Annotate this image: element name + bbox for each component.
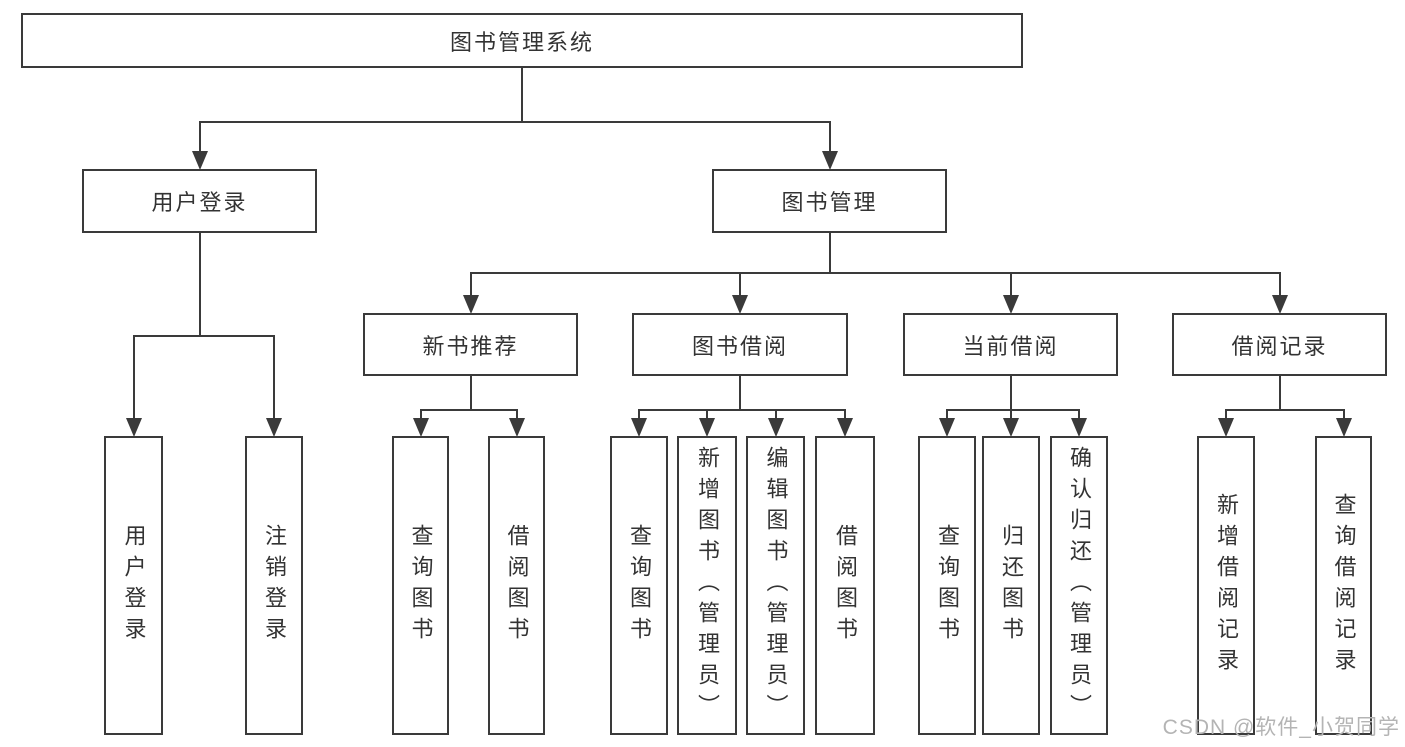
connector-line	[198, 121, 831, 123]
node-label: 新书推荐	[422, 333, 519, 359]
node-label: 新增借阅记录	[1214, 492, 1239, 679]
node-label: 编辑图书（管理员）	[763, 446, 789, 725]
connector-line	[469, 376, 472, 409]
connector-line	[828, 121, 831, 152]
arrowhead-down-icon	[699, 418, 715, 437]
node-leaf-cb-confirm: 确认归还（管理员）	[1050, 436, 1108, 735]
node-label: 用户登录	[151, 190, 248, 215]
node-leaf-br-query: 查询借阅记录	[1315, 436, 1372, 735]
node-label: 图书管理系统	[449, 29, 594, 55]
connector-line	[1225, 409, 1345, 411]
connector-line	[1010, 409, 1012, 419]
connector-line	[419, 409, 422, 419]
connector-line	[469, 272, 1281, 274]
connector-line	[419, 409, 518, 411]
node-leaf-user-login: 用户登录	[104, 436, 163, 735]
connector-line	[638, 409, 640, 419]
connector-line	[1078, 409, 1080, 419]
connector-line	[706, 409, 708, 419]
node-label: 确认归还（管理员）	[1067, 446, 1092, 725]
watermark: CSDN @软件_小贺同学	[1162, 716, 1400, 739]
arrowhead-down-icon	[266, 418, 282, 437]
arrowhead-down-icon	[837, 418, 853, 437]
arrowhead-down-icon	[1335, 418, 1352, 437]
connector-line	[638, 409, 846, 411]
node-leaf-bb-edit: 编辑图书（管理员）	[746, 436, 805, 735]
connector-line	[1342, 409, 1345, 419]
node-user-login: 用户登录	[82, 169, 317, 233]
node-new-book-rec: 新书推荐	[363, 313, 578, 376]
node-leaf-logout: 注销登录	[245, 436, 303, 735]
connector-line	[1009, 376, 1012, 409]
connector-line	[132, 335, 275, 337]
arrowhead-down-icon	[1003, 418, 1019, 437]
connector-line	[198, 121, 201, 152]
arrowhead-down-icon	[939, 418, 955, 437]
arrowhead-down-icon	[508, 418, 525, 437]
connector-line	[1225, 409, 1227, 419]
connector-line	[198, 233, 201, 335]
arrowhead-down-icon	[125, 418, 142, 437]
node-label: 查询借阅记录	[1331, 492, 1357, 679]
connector-line	[828, 233, 831, 272]
arrowhead-down-icon	[462, 295, 479, 314]
node-label: 图书管理	[781, 190, 878, 215]
connector-line	[515, 409, 518, 419]
node-label: 归还图书	[999, 523, 1024, 648]
node-label: 查询图书	[935, 523, 960, 648]
node-leaf-br-add: 新增借阅记录	[1197, 436, 1255, 735]
node-leaf-bb-borrow: 借阅图书	[815, 436, 875, 735]
arrowhead-down-icon	[821, 151, 838, 170]
arrowhead-down-icon	[631, 418, 647, 437]
connector-line	[521, 68, 523, 121]
node-label: 借阅图书	[833, 523, 858, 648]
arrowhead-down-icon	[1002, 295, 1019, 314]
node-label: 借阅图书	[504, 523, 530, 648]
connector-line	[774, 409, 777, 419]
node-leaf-nb-query: 查询图书	[392, 436, 449, 735]
connector-line	[273, 335, 275, 419]
connector-line	[1278, 272, 1281, 296]
node-book-borrowing: 图书借阅	[632, 313, 848, 376]
arrowhead-down-icon	[1071, 418, 1087, 437]
node-label: 用户登录	[121, 523, 147, 648]
connector-line	[946, 409, 1080, 411]
node-leaf-bb-query: 查询图书	[610, 436, 668, 735]
arrowhead-down-icon	[1218, 418, 1234, 437]
connector-line	[469, 272, 472, 296]
node-label: 当前借阅	[962, 333, 1059, 359]
node-label: 查询图书	[627, 523, 652, 648]
arrowhead-down-icon	[412, 418, 429, 437]
connector-line	[1278, 376, 1281, 409]
node-leaf-bb-add: 新增图书（管理员）	[677, 436, 737, 735]
node-label: 新增图书（管理员）	[695, 446, 720, 725]
connector-line	[946, 409, 948, 419]
node-leaf-nb-borrow: 借阅图书	[488, 436, 545, 735]
connector-line	[844, 409, 846, 419]
arrowhead-down-icon	[191, 151, 208, 170]
node-label: 借阅记录	[1231, 333, 1328, 359]
node-label: 注销登录	[262, 523, 287, 648]
node-book-management: 图书管理	[712, 169, 947, 233]
arrowhead-down-icon	[732, 295, 748, 314]
node-current-borrowing: 当前借阅	[903, 313, 1118, 376]
node-root: 图书管理系统	[21, 13, 1023, 68]
connector-line	[739, 272, 741, 296]
node-borrowing-records: 借阅记录	[1172, 313, 1387, 376]
node-label: 查询图书	[408, 523, 434, 648]
node-leaf-cb-query: 查询图书	[918, 436, 976, 735]
connector-line	[739, 376, 741, 409]
arrowhead-down-icon	[767, 418, 784, 437]
arrowhead-down-icon	[1271, 295, 1288, 314]
connector-line	[1009, 272, 1012, 296]
node-label: 图书借阅	[691, 333, 788, 359]
node-leaf-cb-return: 归还图书	[982, 436, 1040, 735]
connector-line	[132, 335, 135, 419]
